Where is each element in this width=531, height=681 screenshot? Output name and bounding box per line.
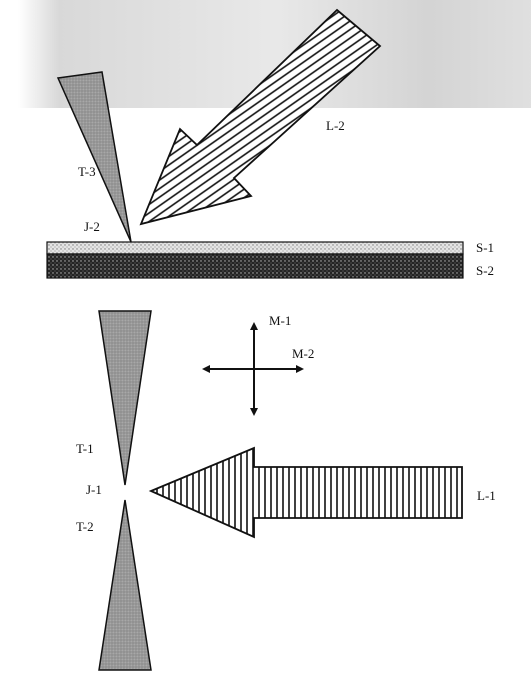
tip-t1	[98, 310, 152, 486]
tip-t3	[56, 71, 132, 243]
substrate-layer-s2	[46, 253, 464, 279]
label-j1: J-1	[86, 482, 102, 497]
label-s2: S-2	[476, 263, 494, 278]
laser-beam-arrow-l1	[148, 446, 463, 539]
label-t3: T-3	[78, 164, 96, 179]
substrate-layer-s1	[46, 241, 464, 255]
label-t1: T-1	[76, 441, 94, 456]
label-l1: L-1	[477, 488, 496, 503]
label-m2: M-2	[292, 346, 314, 361]
label-l2: L-2	[326, 118, 345, 133]
label-t2: T-2	[76, 519, 94, 534]
laser-beam-arrow-l2	[139, 8, 382, 226]
label-j2: J-2	[84, 219, 100, 234]
tip-t2	[98, 499, 152, 671]
label-s1: S-1	[476, 240, 494, 255]
label-m1: M-1	[269, 313, 291, 328]
